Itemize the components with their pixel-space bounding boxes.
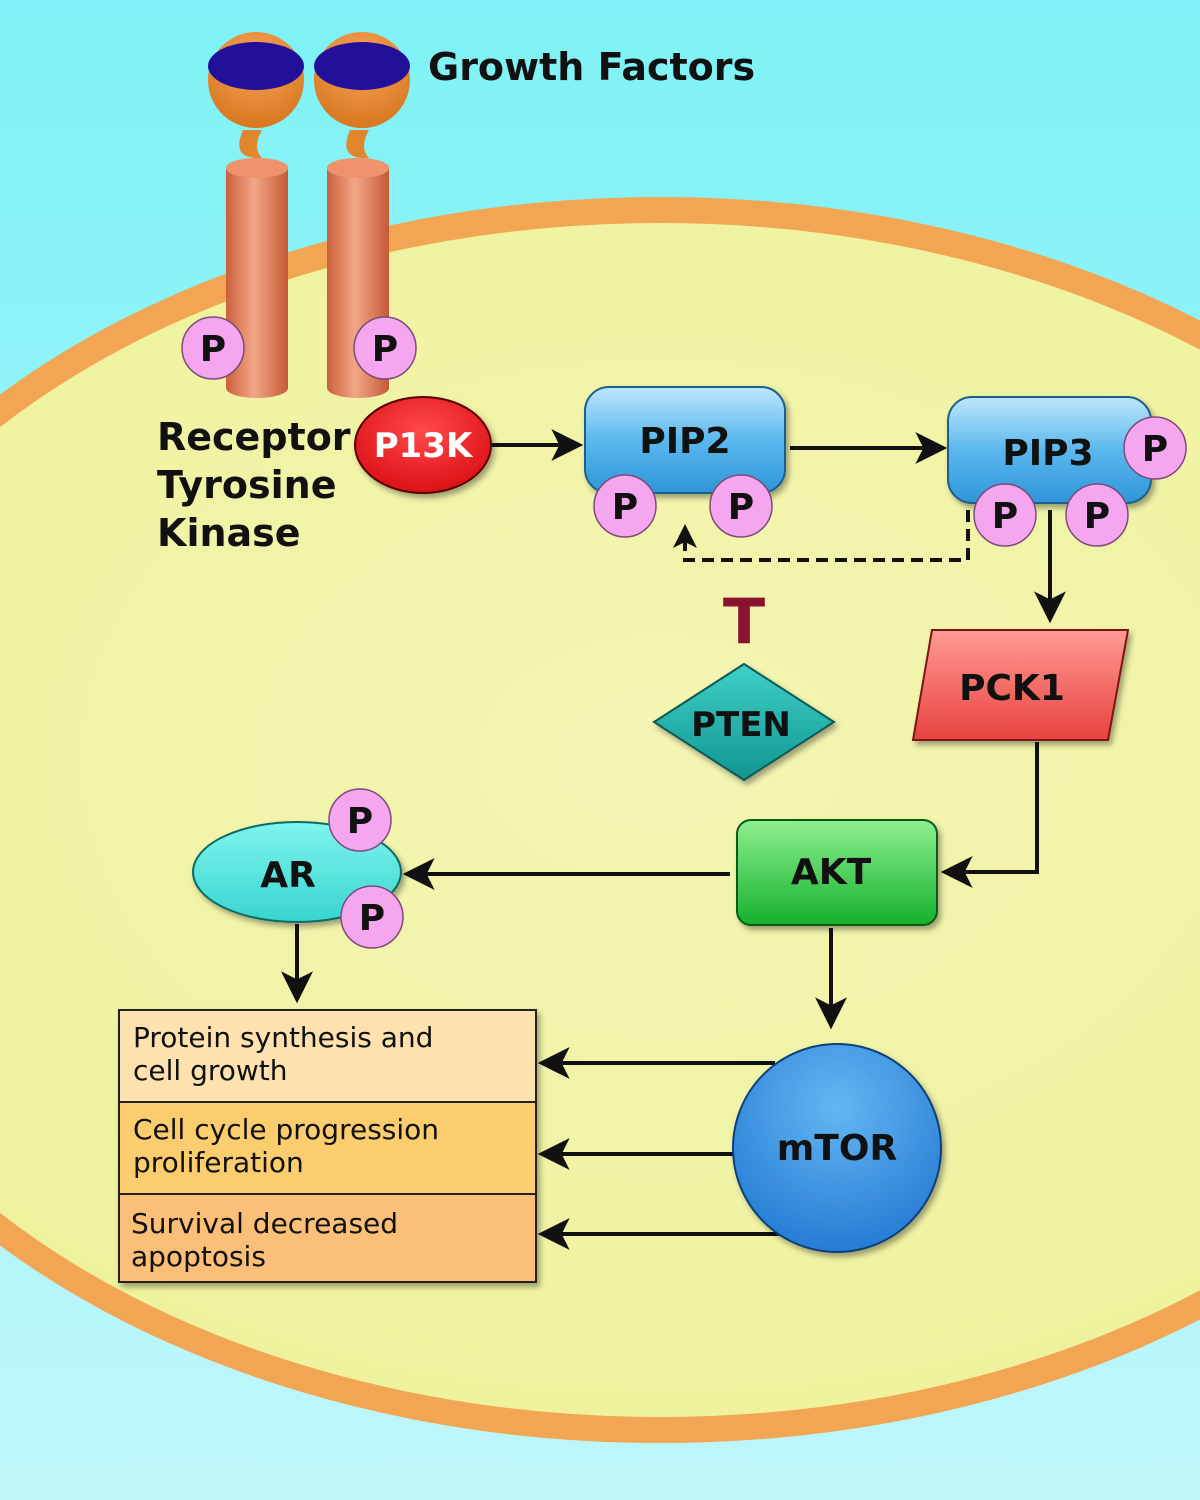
ligand-left-cap — [208, 42, 304, 90]
outcome-boxes — [118, 1009, 537, 1283]
ar-phosphate-top: P — [328, 788, 392, 852]
pip2-label: PIP2 — [639, 421, 730, 462]
p13k-label: P13K — [374, 426, 474, 466]
outcome-box-cell-cycle — [118, 1101, 537, 1195]
outcome-line: Cell cycle progression — [133, 1113, 440, 1146]
ligand-left-stem — [239, 130, 262, 159]
ar-label: AR — [260, 855, 316, 896]
receptor-label-line3: Kinase — [157, 511, 301, 555]
pck1-node: PCK1 — [911, 629, 1130, 741]
pip2-phosphate-right: P — [709, 474, 773, 538]
arrow-pck1-to-akt — [940, 742, 1039, 888]
ligand-right-cap — [314, 42, 410, 90]
pten-node: PTEN — [652, 662, 836, 782]
growth-factor-right — [314, 32, 410, 159]
pip3-phosphate-top-right: P — [1123, 416, 1187, 480]
outcome-survival-text: Survival decreased apoptosis — [131, 1207, 526, 1273]
pip3-label: PIP3 — [1002, 433, 1093, 474]
receptor-right-top — [327, 158, 389, 178]
outcome-line: Protein synthesis and — [133, 1021, 434, 1054]
growth-factors-label: Growth Factors — [428, 45, 755, 89]
pten-label: PTEN — [691, 705, 791, 745]
pten-inhibition-mark: T — [723, 585, 765, 658]
phosphate-label: P — [992, 496, 1018, 537]
ar-node: AR P P — [192, 788, 404, 949]
pip3-phosphate-bottom-right: P — [1065, 483, 1129, 547]
pck1-label: PCK1 — [959, 668, 1065, 709]
pip2-node: PIP2 P P — [584, 386, 786, 538]
dashed-arrow-pip3-to-pip2 — [673, 510, 970, 562]
outcome-line: Survival decreased — [131, 1207, 399, 1240]
pip2-phosphate-left: P — [593, 474, 657, 538]
receptor-left-phosphate: P — [181, 316, 245, 380]
phosphate-label: P — [612, 487, 638, 528]
receptor-label-line1: Receptor — [157, 415, 351, 459]
phosphate-label: P — [200, 329, 226, 370]
akt-node: AKT — [736, 819, 938, 926]
akt-label: AKT — [791, 852, 872, 893]
mtor-label: mTOR — [777, 1128, 897, 1169]
phosphate-label: P — [1142, 429, 1168, 470]
pip3-node: PIP3 P P P — [947, 396, 1187, 547]
phosphate-label: P — [359, 898, 385, 939]
phosphate-label: P — [347, 801, 373, 842]
outcome-line: apoptosis — [131, 1240, 266, 1273]
receptor-right-phosphate: P — [353, 316, 417, 380]
outcome-line: proliferation — [133, 1146, 304, 1179]
phosphate-label: P — [1084, 496, 1110, 537]
pip3-phosphate-bottom-left: P — [973, 483, 1037, 547]
outcome-box-survival — [118, 1193, 537, 1283]
outcome-protein-synthesis-text: Protein synthesis and cell growth — [133, 1021, 528, 1087]
outcome-box-protein-synthesis — [118, 1009, 537, 1103]
ar-phosphate-bottom: P — [340, 885, 404, 949]
outcome-line: cell growth — [133, 1054, 288, 1087]
phosphate-label: P — [372, 329, 398, 370]
growth-factor-left — [208, 32, 304, 159]
ligand-right-stem — [346, 130, 369, 159]
receptor-left-top — [226, 158, 288, 178]
p13k-node — [354, 396, 492, 494]
mtor-node: mTOR — [732, 1043, 942, 1253]
receptor-label-line2: Tyrosine — [157, 463, 337, 507]
outcome-cell-cycle-text: Cell cycle progression proliferation — [133, 1113, 528, 1179]
phosphate-label: P — [728, 487, 754, 528]
